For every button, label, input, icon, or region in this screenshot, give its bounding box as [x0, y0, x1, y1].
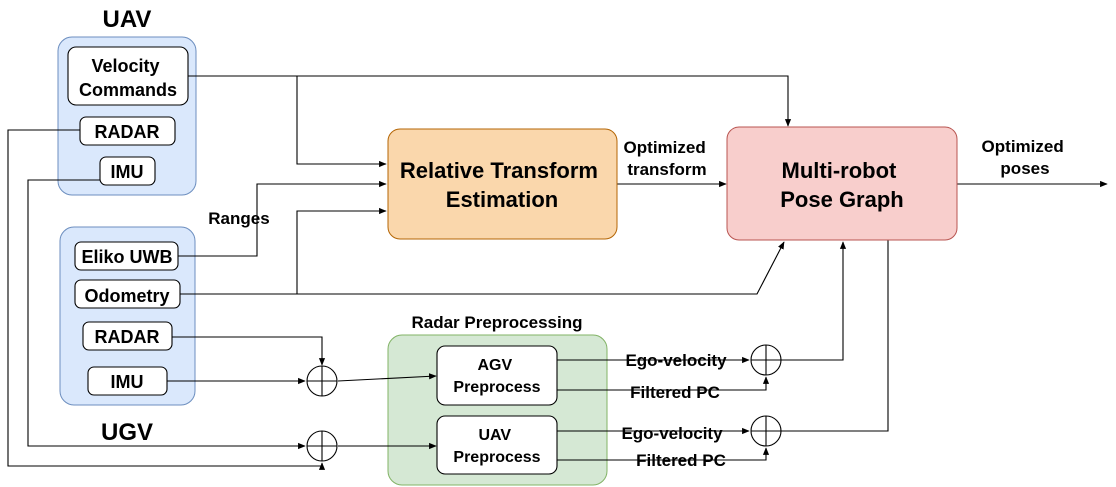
edge-uav-imu-to-sum: [27, 179, 306, 450]
edge-ranges: [178, 180, 387, 257]
edge-odometry-to-relative-transform: [296, 207, 387, 294]
uav-preprocess-box: [436, 415, 558, 475]
uav-filtered-pc-label: Filtered PC: [636, 451, 726, 470]
agv-preprocess-label-1: AGV: [477, 357, 512, 374]
ugv-title: UGV: [101, 419, 153, 446]
edge-agv-sum-to-pose-graph: [781, 241, 847, 361]
uav-preprocess-label-1: UAV: [478, 427, 511, 444]
optimized-transform-label-2: transform: [627, 160, 706, 179]
agv-ego-velocity-label: Ego-velocity: [625, 351, 727, 370]
ugv-odometry-box: [74, 279, 181, 309]
ugv-eliko-uwb-label: Eliko UWB: [81, 247, 172, 267]
edge-uav-filtered-pc: [557, 447, 770, 461]
ugv-radar-label: RADAR: [95, 327, 160, 347]
agv-preprocess-box: [436, 345, 558, 406]
uav-preprocess-label-2: Preprocess: [453, 449, 540, 466]
uav-velocity-label-1: Velocity: [91, 56, 159, 76]
relative-transform-box: [387, 128, 618, 240]
agv-filtered-pc-label: Filtered PC: [630, 383, 720, 402]
optimized-poses-label-1: Optimized: [982, 137, 1064, 156]
edge-uav-radar-to-sum: [7, 129, 326, 470]
optimized-poses-label-2: poses: [1000, 159, 1049, 178]
edge-uav-sum-to-pose-graph: [781, 225, 892, 432]
pose-graph-box: [726, 126, 958, 241]
uav-radar-label: RADAR: [95, 122, 160, 142]
svg-text:Multi-robot Pose Graph: Multi-robot Pose Graph: [780, 158, 903, 212]
optimized-transform-label-1: Optimized: [624, 138, 706, 157]
edge-velocity-to-relative-transform: [296, 76, 387, 168]
svg-text:UAV Preprocess: UAV Preprocess: [453, 427, 540, 466]
uav-radar-box: [79, 116, 176, 146]
agv-output-sum-junction: [750, 344, 782, 376]
uav-radar-imu-sum-junction: [306, 430, 338, 462]
edge-odometry-to-pose-graph: [180, 241, 785, 295]
uav-output-sum-junction: [750, 415, 782, 447]
edge-agv-filtered-pc: [557, 376, 770, 391]
uav-ego-velocity-label: Ego-velocity: [621, 424, 723, 443]
ugv-group: [59, 226, 196, 406]
ugv-odometry-label: Odometry: [84, 286, 169, 306]
edge-agv-sum-to-preprocess: [337, 373, 437, 382]
uav-velocity-commands-box: [67, 46, 189, 106]
ugv-eliko-uwb-box: [74, 241, 179, 271]
ugv-radar-imu-sum-junction: [306, 365, 338, 397]
uav-velocity-label-2: Commands: [79, 80, 177, 100]
edge-ugv-radar-to-sum: [172, 336, 326, 366]
ranges-label: Ranges: [208, 209, 269, 228]
uav-title: UAV: [103, 6, 152, 33]
pose-graph-label-1: Multi-robot: [782, 158, 898, 183]
edge-velocity-to-pose-graph: [188, 75, 792, 127]
agv-preprocess-label-2: Preprocess: [453, 379, 540, 396]
ugv-imu-box: [87, 366, 168, 396]
svg-text:Relative Transform Estimat: Relative Transform Estimation: [400, 158, 604, 212]
ugv-imu-label: IMU: [111, 372, 144, 392]
svg-text:AGV Preprocess: AGV Preprocess: [453, 357, 540, 396]
radar-preprocessing-title: Radar Preprocessing: [411, 313, 582, 332]
relative-transform-label-2: Estimation: [446, 187, 558, 212]
ugv-radar-box: [82, 321, 173, 351]
uav-imu-box: [99, 156, 156, 186]
svg-text:Optimized transform: Optimized transform: [624, 138, 711, 179]
svg-text:Velocity Commands: Velocity Commands: [79, 56, 177, 100]
relative-transform-label-1: Relative Transform: [400, 158, 598, 183]
svg-text:Optimized poses: Optimized poses: [982, 137, 1069, 178]
uav-imu-label: IMU: [111, 162, 144, 182]
pose-graph-label-2: Pose Graph: [780, 187, 903, 212]
